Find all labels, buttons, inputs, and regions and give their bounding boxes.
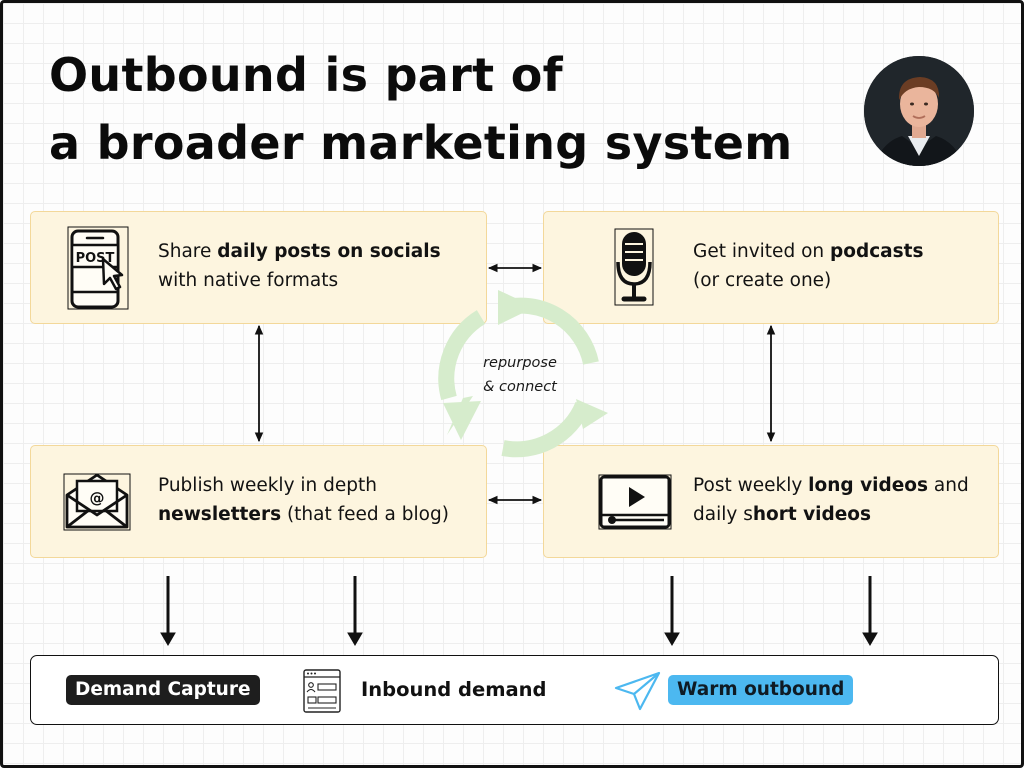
paper-plane-icon	[614, 670, 662, 716]
cycle-label-line-1: repurpose	[483, 355, 557, 371]
card-newsletters: @ Publish weekly in depth newsletters (t…	[30, 445, 487, 558]
at-sign-label: @	[90, 489, 105, 507]
microphone-icon	[614, 228, 658, 312]
slide-title-line-1: Outbound is part of	[49, 48, 563, 102]
outcomes-bar: Demand Capture Inbound demand	[30, 655, 999, 725]
demand-capture-badge: Demand Capture	[66, 675, 260, 705]
person-portrait-icon	[864, 56, 974, 166]
cycle-label: repurpose & connect	[458, 351, 582, 399]
avatar	[864, 56, 974, 166]
slide-title-line-2: a broader marketing system	[49, 116, 793, 170]
video-player-icon	[598, 474, 674, 536]
card-videos-line-2: daily short videos	[693, 504, 872, 525]
card-newsletters-line-2: newsletters (that feed a blog)	[158, 504, 449, 525]
card-newsletters-line-1: Publish weekly in depth	[158, 475, 377, 496]
card-videos-line-1: Post weekly long videos and	[693, 475, 969, 496]
inbound-demand-label: Inbound demand	[361, 678, 547, 701]
email-envelope-icon: @	[63, 473, 135, 537]
card-social-line-1: Share daily posts on socials	[158, 241, 441, 262]
phone-post-icon: POST	[67, 226, 135, 316]
card-social-line-2: with native formats	[158, 270, 339, 291]
web-form-icon	[302, 668, 342, 718]
card-podcasts: Get invited on podcasts (or create one)	[543, 211, 999, 324]
card-podcasts-line-1: Get invited on podcasts	[693, 241, 924, 262]
cycle-label-line-2: & connect	[483, 379, 557, 395]
warm-outbound-badge: Warm outbound	[668, 675, 854, 705]
connector-arrows	[160, 263, 878, 646]
card-podcasts-line-2: (or create one)	[693, 270, 832, 291]
card-social-posts: POST Share daily posts on socials with n…	[30, 211, 487, 324]
card-videos: Post weekly long videos and daily short …	[543, 445, 999, 558]
